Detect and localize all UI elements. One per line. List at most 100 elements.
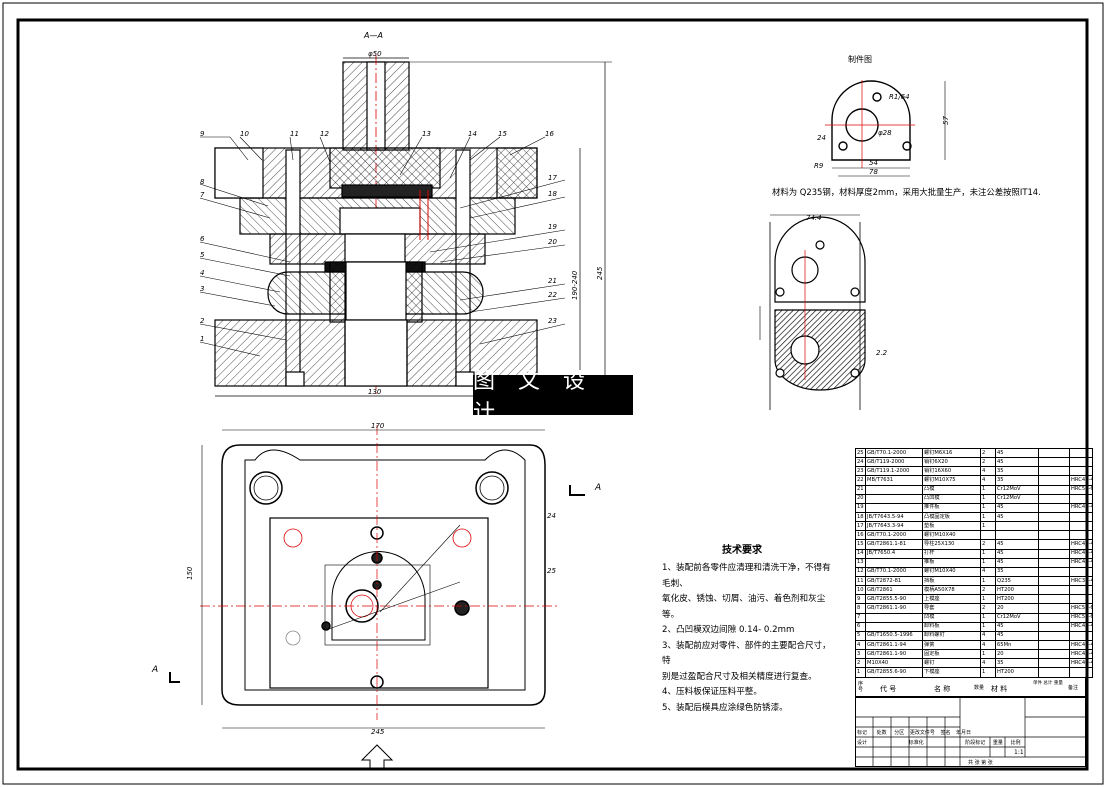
bom-weight (1038, 539, 1070, 550)
bom-no: 7 (855, 612, 866, 623)
tb-stage: 阶段标记 (965, 740, 986, 746)
tb-mark: 标记 (857, 730, 868, 736)
bom-qty: 2 (980, 603, 996, 614)
bom-qty: 4 (980, 466, 996, 477)
blank-part-drawing (825, 80, 946, 177)
bom-no: 8 (855, 603, 866, 614)
bom-material: 45 (995, 539, 1039, 550)
bom-note (1069, 457, 1093, 468)
bom-material: 35 (995, 566, 1039, 577)
bom-note: HRC40-45 (1069, 475, 1093, 486)
bom-weight (1038, 658, 1070, 669)
bom-material: 45 (995, 630, 1039, 641)
bom-material: 20 (995, 649, 1039, 660)
bom-material: 45 (995, 557, 1039, 568)
bom-name: 凸凹模 (922, 493, 981, 504)
bom-no: 22 (855, 475, 866, 486)
bom-name: 挡板 (922, 575, 981, 587)
bom-no: 12 (855, 566, 866, 577)
bom-qty: 2 (980, 447, 996, 459)
bom-name: 螺钉 (922, 658, 981, 669)
bom-weight (1038, 612, 1070, 623)
bom-note: HRC43-48 (1069, 621, 1093, 632)
bom-no: 5 (855, 630, 866, 641)
bom-note: HRC58-62 (1069, 484, 1093, 495)
part-no-14: 14 (468, 130, 477, 138)
dim-phi50: φ50 (368, 50, 382, 58)
part-no-16: 16 (545, 130, 554, 138)
bom-code (865, 621, 923, 632)
bom-name: 弹簧 (922, 639, 981, 651)
bom-qty: 1 (980, 649, 996, 660)
watermark-banner: 图 文 设 计 (473, 369, 633, 426)
bom-code: M10X40 (865, 658, 923, 669)
bom-no: 3 (855, 649, 866, 660)
part-no-19: 19 (548, 223, 557, 231)
bom-h-material: 材 料 (991, 685, 1008, 693)
bom-name: 导套 (922, 603, 981, 614)
bom-qty: 1 (980, 594, 996, 605)
balloons: 9 10 11 12 8 7 6 5 4 3 2 1 13 14 15 16 1… (200, 130, 557, 575)
bom-weight (1038, 493, 1070, 504)
bom-note (1069, 521, 1093, 532)
bom-code: GB/T2861.1-94 (865, 639, 923, 651)
bom-header: 序号 代 号 名 称 数量 材 料 单件 总计 重量 备注 (855, 677, 1086, 697)
section-view (199, 55, 612, 397)
bom-qty: 4 (980, 566, 996, 577)
bom-material: HT200 (995, 594, 1039, 605)
bom-weight (1038, 466, 1070, 477)
part-no-13: 13 (422, 130, 431, 138)
bom-material: 65Mn (995, 639, 1039, 651)
bom-weight (1038, 557, 1070, 568)
bom-material: 20 (995, 603, 1039, 614)
bom-code: GB/T70.1-2000 (865, 566, 923, 577)
bom-code: GB/T70.1-2000 (865, 530, 923, 541)
title-block (855, 697, 1086, 767)
bom-qty: 4 (980, 639, 996, 651)
title-block-lines (855, 697, 1086, 767)
bom-name: 上模座 (922, 594, 981, 605)
bom-note (1069, 466, 1093, 477)
bom-weight (1038, 548, 1070, 559)
bom-note (1069, 530, 1093, 541)
bom-weight (1038, 521, 1070, 532)
bom-note: HRC43-48 (1069, 548, 1093, 559)
bom-qty: 1 (980, 493, 996, 504)
tech-line-7: 5、装配后模具应涂绿色防锈漆。 (662, 702, 788, 713)
bom-weight (1038, 594, 1070, 605)
strip-layout (759, 214, 866, 410)
part-no-23: 23 (548, 317, 557, 325)
bom-material: 45 (995, 457, 1039, 468)
dim-190-240: 190-240 (571, 270, 579, 300)
bom-name: 凸模固定板 (922, 511, 981, 523)
bom-name: 下模座 (922, 667, 981, 678)
bom-material: Cr12MoV (995, 484, 1039, 495)
bom-material: HT200 (995, 667, 1039, 678)
bom-no: 11 (855, 575, 866, 587)
tech-requirements: 1、装配前各零件应清理和清洗干净，不得有毛刺、 氧化皮、锈蚀、切屑、油污、着色剂… (662, 545, 832, 716)
bom-h-name: 名 称 (934, 685, 951, 693)
bom-no: 19 (855, 502, 866, 513)
bom-note: HRC58-62 (1069, 603, 1093, 614)
bom-weight (1038, 511, 1070, 523)
tb-zone: 分区 (894, 730, 905, 736)
bom-no: 1 (855, 667, 866, 678)
part-no-18: 18 (548, 190, 557, 198)
tb-weight: 重量 (992, 740, 1003, 746)
bom-qty: 1 (980, 502, 996, 513)
part-no-20: 20 (548, 238, 557, 246)
bom-qty: 4 (980, 630, 996, 641)
bom-note (1069, 447, 1093, 459)
